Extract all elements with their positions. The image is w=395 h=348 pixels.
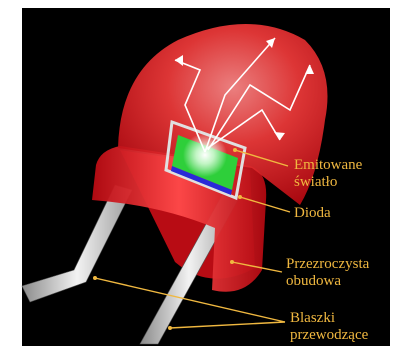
emitted-light-label: Emitowane światło	[294, 157, 362, 191]
diode-line1: Dioda	[294, 205, 331, 222]
diode-label: Dioda	[294, 205, 331, 222]
emitted-light-line1: Emitowane	[294, 157, 362, 174]
housing-line2: obudowa	[286, 273, 369, 290]
leads-line2: przewodzące	[290, 327, 368, 344]
leads-label: Blaszki przewodzące	[290, 310, 368, 344]
leads-line1: Blaszki	[290, 310, 368, 327]
emitted-light-line2: światło	[294, 174, 362, 191]
housing-line1: Przezroczysta	[286, 256, 369, 273]
housing-label: Przezroczysta obudowa	[286, 256, 369, 290]
